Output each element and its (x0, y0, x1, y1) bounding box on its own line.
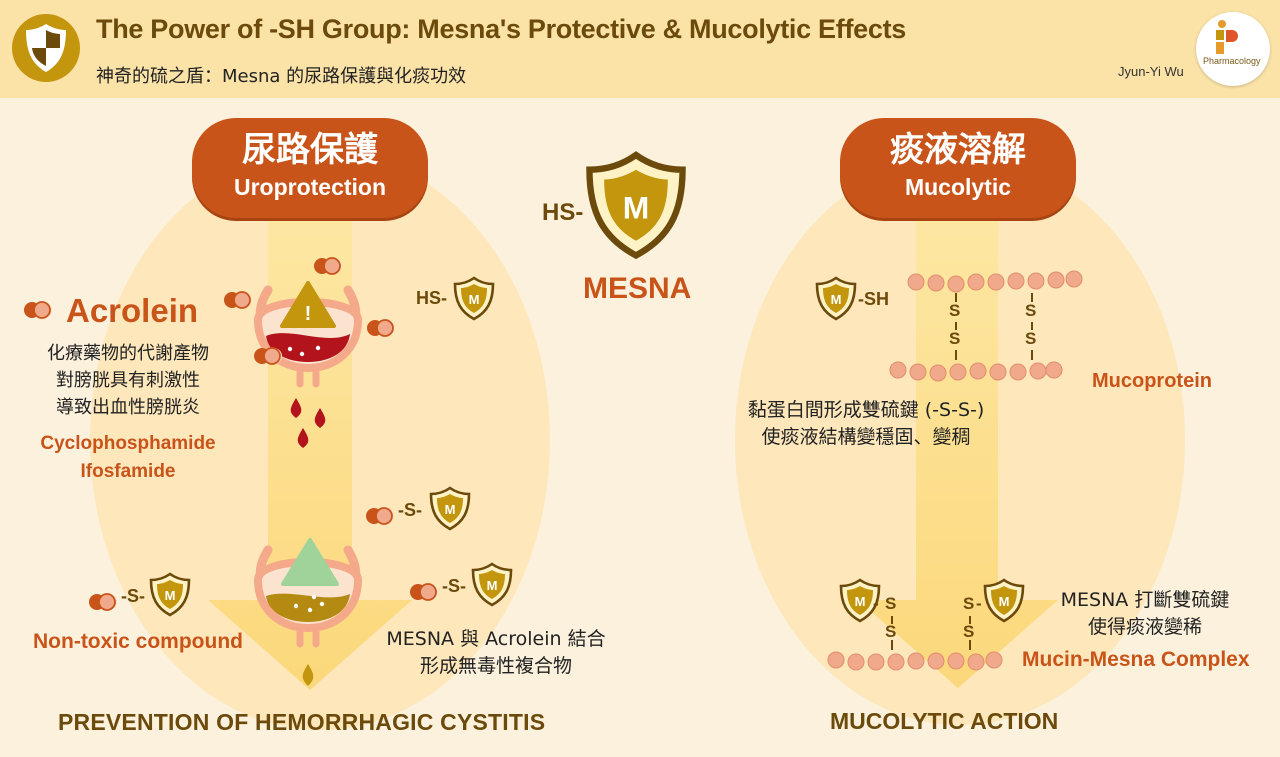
acrolein-pill-icon (313, 257, 343, 275)
break-line: 使得痰液變稀 (1087, 616, 1202, 638)
page-subtitle: 神奇的硫之盾：Mesna 的尿路保護與化痰功效 (96, 66, 467, 87)
acrolein-desc-line: 導致出血性膀胱炎 (56, 397, 200, 418)
muco-bottom-label: MUCOLYTIC ACTION (830, 708, 1059, 734)
nontoxic-label: Non-toxic compound (33, 630, 243, 653)
logo-text: Pharmacology (1203, 56, 1261, 66)
acrolein-description: 化療藥物的代謝產物 對膀胱具有刺激性 導致出血性膀胱炎 (18, 340, 238, 421)
uro-s-label: -S- (442, 576, 466, 596)
disulfide-s: S (963, 594, 975, 613)
acrolein-desc-line: 對膀胱具有刺激性 (56, 370, 200, 391)
acrolein-pill-icon (409, 583, 439, 601)
muco-sh-label: -SH (858, 289, 889, 309)
disulfide-s: S (963, 622, 975, 641)
svg-text:!: ! (305, 303, 312, 325)
uro-s-label: -S- (398, 500, 422, 520)
mesna-label: MESNA (583, 272, 692, 305)
muco-desc-line: 使痰液結構變穩固、變稠 (761, 426, 971, 448)
logo-mark-icon (1216, 20, 1238, 54)
disulfide-s: S (949, 301, 961, 320)
disulfide-s: S (949, 329, 961, 348)
uro-title-zh: 尿路保護 (242, 130, 378, 170)
header-shield-icon (12, 14, 80, 82)
combine-description: MESNA 與 Acrolein 結合 形成無毒性複合物 (378, 626, 614, 680)
bladder-lower (253, 538, 363, 686)
uro-s-label: -S- (121, 586, 145, 606)
uroprotection-banner: 尿路保護 Uroprotection (192, 118, 428, 218)
acrolein-pill-icon (223, 291, 253, 309)
break-line: MESNA 打斷雙硫鍵 (1060, 589, 1230, 611)
muco-arrow (858, 210, 1058, 688)
uro-bottom-label: PREVENTION OF HEMORRHAGIC CYSTITIS (58, 709, 546, 735)
mucin-chain-lower (827, 651, 1003, 671)
disulfide-s: S (1025, 329, 1037, 348)
acrolein-pill-icon (365, 507, 395, 525)
uro-arrow (208, 210, 412, 690)
drug-name: Cyclophosphamide (40, 433, 216, 454)
disulfide-s: S (1025, 301, 1037, 320)
muco-desc-line: 黏蛋白間形成雙硫鍵 (-S-S-) (747, 399, 985, 421)
uro-hs-label: HS- (416, 288, 447, 308)
acrolein-pill-icon (253, 347, 283, 365)
bond-dash: - (873, 594, 879, 613)
blood-drops (290, 398, 326, 448)
complex-label: Mucin-Mesna Complex (1022, 648, 1250, 671)
drug-list: Cyclophosphamide Ifosfamide (18, 430, 238, 486)
acrolein-pill-icon (88, 593, 118, 611)
disulfide-s: S (885, 594, 897, 613)
mucoprotein-label: Mucoprotein (1092, 370, 1212, 392)
disulfide-s: S (885, 622, 897, 641)
author-name: Jyun-Yi Wu (1118, 64, 1184, 79)
acrolein-pill-icon (366, 319, 396, 337)
acrolein-desc-line: 化療藥物的代謝產物 (47, 343, 209, 364)
page-title: The Power of -SH Group: Mesna's Protecti… (96, 14, 906, 44)
acrolein-pill-icon (23, 301, 53, 319)
uro-title-en: Uroprotection (233, 174, 387, 200)
center-hs-label: HS- (542, 199, 584, 226)
combine-line: MESNA 與 Acrolein 結合 (386, 628, 606, 650)
mucoprotein-description: 黏蛋白間形成雙硫鍵 (-S-S-) 使痰液結構變穩固、變稠 (716, 397, 1016, 451)
muco-title-zh: 痰液溶解 (890, 130, 1026, 170)
mucolytic-banner: 痰液溶解 Mucolytic (840, 118, 1076, 218)
muco-title-en: Mucolytic (904, 174, 1012, 200)
mesna-big-shield-icon (589, 155, 682, 255)
mucoprotein-chain-bottom (889, 361, 1063, 382)
drug-name: Ifosfamide (80, 461, 176, 482)
acrolein-label: Acrolein (66, 292, 199, 329)
combine-line: 形成無毒性複合物 (419, 655, 572, 677)
break-description: MESNA 打斷雙硫鍵 使得痰液變稀 (1040, 587, 1250, 641)
bond-dash: - (976, 594, 982, 613)
